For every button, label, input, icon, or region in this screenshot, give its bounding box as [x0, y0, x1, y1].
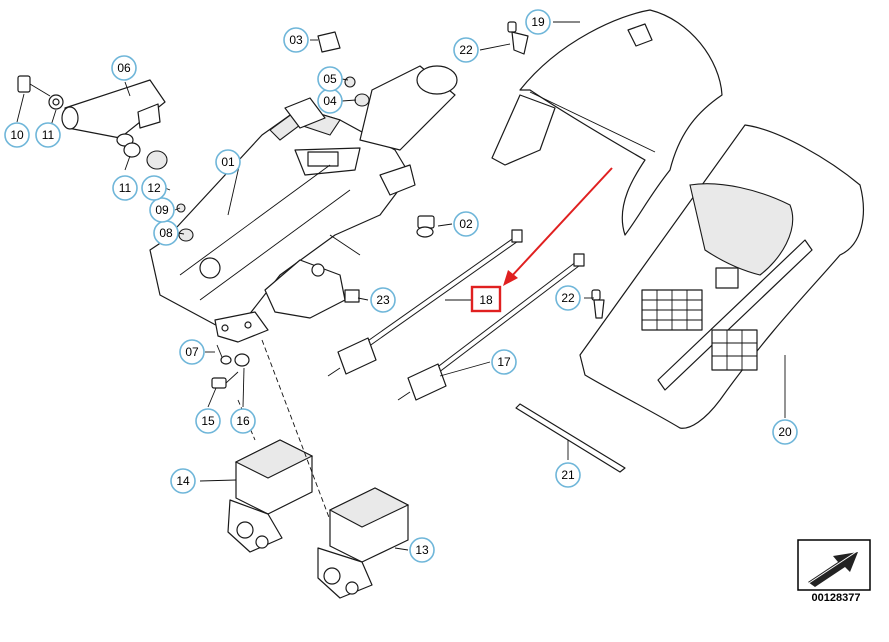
callout-09[interactable]: 09	[149, 197, 175, 223]
callout-12[interactable]: 12	[141, 175, 167, 201]
shaft-17	[397, 253, 585, 401]
steering-column-body	[149, 65, 458, 343]
callout-label: 07	[185, 345, 199, 359]
callout-label: 14	[176, 474, 190, 488]
callout-17[interactable]: 17	[491, 349, 517, 375]
callout-label: 21	[561, 468, 575, 482]
callout-label: 02	[459, 217, 473, 231]
clip-22-top	[507, 21, 529, 55]
callout-18-highlighted[interactable]: 18	[470, 285, 502, 313]
callout-label: 11	[119, 181, 132, 195]
callout-label: 20	[778, 425, 792, 439]
callout-08[interactable]: 08	[153, 220, 179, 246]
callout-label: 13	[415, 543, 429, 557]
leader-lines	[16, 21, 786, 551]
callout-label: 05	[323, 72, 337, 86]
callout-label: 17	[497, 355, 511, 369]
reference-box	[797, 539, 871, 591]
direction-arrow-icon	[808, 552, 858, 587]
callout-label: 16	[236, 414, 250, 428]
callout-07[interactable]: 07	[179, 339, 205, 365]
adjustment-motor-13	[317, 487, 410, 599]
callout-20[interactable]: 20	[772, 419, 798, 445]
callout-label: 19	[531, 15, 545, 29]
callout-22-top[interactable]: 22	[453, 37, 479, 63]
reference-number: 00128377	[811, 592, 861, 604]
callout-13[interactable]: 13	[409, 537, 435, 563]
callout-label: 23	[376, 293, 390, 307]
callout-06[interactable]: 06	[111, 55, 137, 81]
callout-label: 09	[155, 203, 169, 217]
callout-label: 15	[201, 414, 215, 428]
hardware-parts	[17, 31, 435, 389]
callout-11-right[interactable]: 11	[112, 175, 138, 201]
callout-label: 22	[459, 43, 473, 57]
callout-01[interactable]: 01	[215, 149, 241, 175]
trim-strip-21	[515, 403, 626, 473]
shaft-18	[327, 229, 523, 377]
callout-label: 10	[10, 128, 24, 142]
callout-16[interactable]: 16	[230, 408, 256, 434]
callout-14[interactable]: 14	[170, 468, 196, 494]
vent-grid-right	[711, 329, 758, 371]
callout-02[interactable]: 02	[453, 211, 479, 237]
upper-trim-19	[491, 9, 723, 236]
vent-grid-left	[641, 289, 703, 331]
adjustment-motor-14	[227, 439, 314, 553]
clip-22-bottom	[591, 289, 605, 319]
callout-23[interactable]: 23	[370, 287, 396, 313]
callout-label: 06	[117, 61, 131, 75]
callout-label: 22	[561, 291, 575, 305]
lower-trim-20	[579, 124, 864, 429]
callout-21[interactable]: 21	[555, 462, 581, 488]
callout-05[interactable]: 05	[317, 66, 343, 92]
callout-label: 01	[221, 155, 235, 169]
highlight-arrow	[503, 167, 613, 286]
callout-label: 08	[159, 226, 173, 240]
callout-19[interactable]: 19	[525, 9, 551, 35]
callout-label: 18	[479, 293, 493, 307]
callout-04[interactable]: 04	[317, 88, 343, 114]
callout-22-bottom[interactable]: 22	[555, 285, 581, 311]
callout-03[interactable]: 03	[283, 27, 309, 53]
callout-label: 12	[147, 181, 161, 195]
callout-10[interactable]: 10	[4, 122, 30, 148]
callout-label: 04	[323, 94, 337, 108]
callout-label: 11	[42, 128, 55, 142]
callout-11-left[interactable]: 11	[35, 122, 61, 148]
callout-15[interactable]: 15	[195, 408, 221, 434]
callout-label: 03	[289, 33, 303, 47]
